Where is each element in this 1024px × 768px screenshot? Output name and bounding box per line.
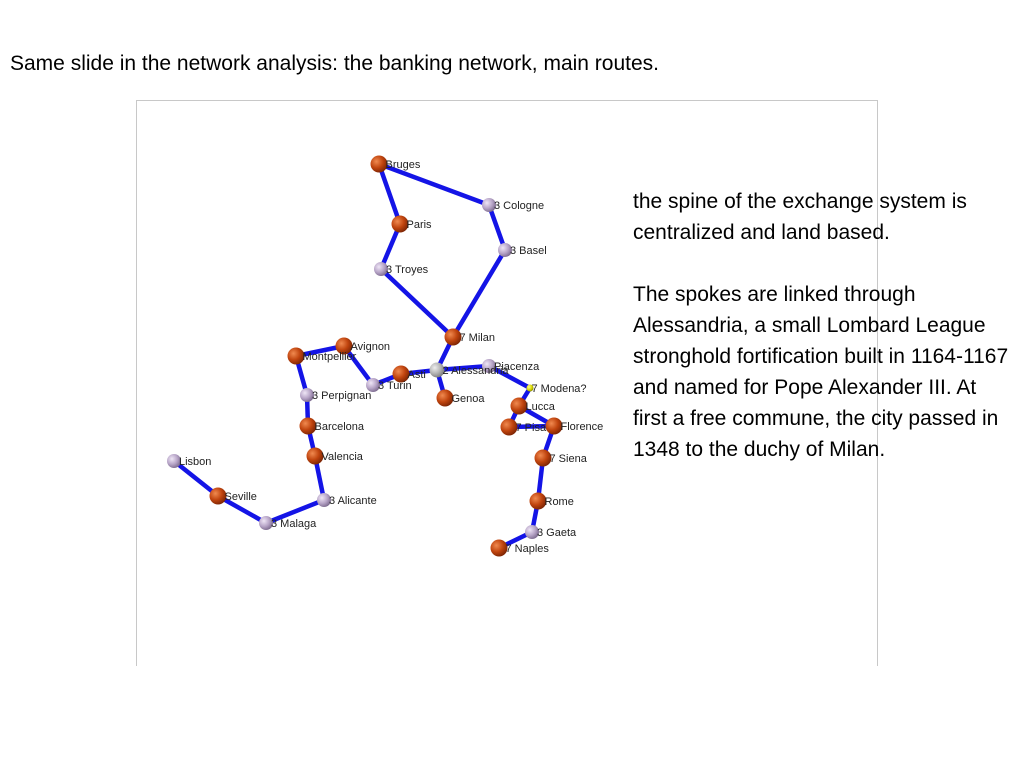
edge-cologne-basel — [486, 202, 508, 253]
edge-bruges-cologne — [376, 161, 492, 208]
node-turin — [366, 378, 380, 392]
edge-seville-lisbon — [171, 458, 221, 499]
node-alicante — [317, 493, 331, 507]
node-label-lucca: Lucca — [526, 401, 556, 413]
node-label-montpellier: Montpellier — [303, 351, 357, 363]
node-paris — [391, 215, 409, 233]
node-label-asti: Asti — [408, 369, 426, 381]
node-basel — [498, 243, 512, 257]
node-label-seville: Seville — [225, 491, 257, 503]
node-genoa — [436, 389, 454, 407]
node-label-malaga: 3 Malaga — [271, 518, 317, 530]
node-label-modena: 7 Modena? — [532, 383, 587, 395]
node-label-alessandria: 2 Alessandria — [443, 365, 510, 377]
node-valencia — [306, 447, 324, 465]
node-label-florence: Florence — [561, 421, 604, 433]
node-cologne — [482, 198, 496, 212]
node-pisa — [500, 418, 518, 436]
node-label-alicante: 3 Alicante — [329, 495, 377, 507]
node-label-barcelona: Barcelona — [315, 421, 365, 433]
node-lucca — [510, 397, 528, 415]
description-paragraph-2: The spokes are linked through Alessandri… — [633, 283, 1009, 461]
node-troyes — [374, 262, 388, 276]
edge-bruges-paris — [376, 161, 403, 227]
node-label-turin: 3 Turin — [378, 380, 412, 392]
node-label-basel: 3 Basel — [510, 245, 547, 257]
node-alessandria — [429, 362, 445, 378]
node-label-naples: 7 Naples — [506, 543, 550, 555]
node-label-paris: Paris — [407, 219, 433, 231]
node-label-valencia: Valencia — [322, 451, 364, 463]
node-malaga — [259, 516, 273, 530]
node-siena — [534, 449, 552, 467]
node-lisbon — [167, 454, 181, 468]
description-text: the spine of the exchange system is cent… — [633, 186, 1013, 496]
node-milan — [444, 328, 462, 346]
node-label-perpignan: 3 Perpignan — [312, 390, 371, 402]
node-label-siena: 7 Siena — [550, 453, 588, 465]
node-bruges — [370, 155, 388, 173]
node-piacenza — [482, 359, 496, 373]
node-label-troyes: 3 Troyes — [386, 264, 429, 276]
node-gaeta — [525, 525, 539, 539]
node-rome — [529, 492, 547, 510]
nodes-layer — [167, 155, 563, 557]
node-avignon — [335, 337, 353, 355]
edge-alessandria-piacenza — [434, 363, 492, 373]
node-asti — [392, 365, 410, 383]
node-label-cologne: 3 Cologne — [494, 200, 544, 212]
node-seville — [209, 487, 227, 505]
node-label-avignon: Avignon — [351, 341, 391, 353]
node-label-milan: 7 Milan — [460, 332, 495, 344]
node-florence — [545, 417, 563, 435]
edge-basel-milan — [450, 247, 508, 340]
slide-title: Same slide in the network analysis: the … — [10, 52, 660, 75]
node-perpignan — [300, 388, 314, 402]
node-montpellier — [287, 347, 305, 365]
node-label-genoa: Genoa — [452, 393, 486, 405]
edge-malaga-seville — [215, 493, 269, 526]
node-naples — [490, 539, 508, 557]
description-paragraph-1: the spine of the exchange system is cent… — [633, 190, 967, 244]
node-modena — [526, 384, 534, 392]
edge-alicante-malaga — [263, 497, 327, 526]
node-label-gaeta: 3 Gaeta — [537, 527, 577, 539]
node-label-lisbon: Lisbon — [179, 456, 211, 468]
node-label-piacenza: Piacenza — [494, 361, 540, 373]
node-barcelona — [299, 417, 317, 435]
node-label-bruges: Bruges — [386, 159, 421, 171]
edge-piacenza-modena — [486, 363, 533, 391]
edge-troyes-milan — [378, 266, 456, 340]
node-label-rome: Rome — [545, 496, 574, 508]
node-label-pisa: 7 Pisa — [516, 422, 547, 434]
